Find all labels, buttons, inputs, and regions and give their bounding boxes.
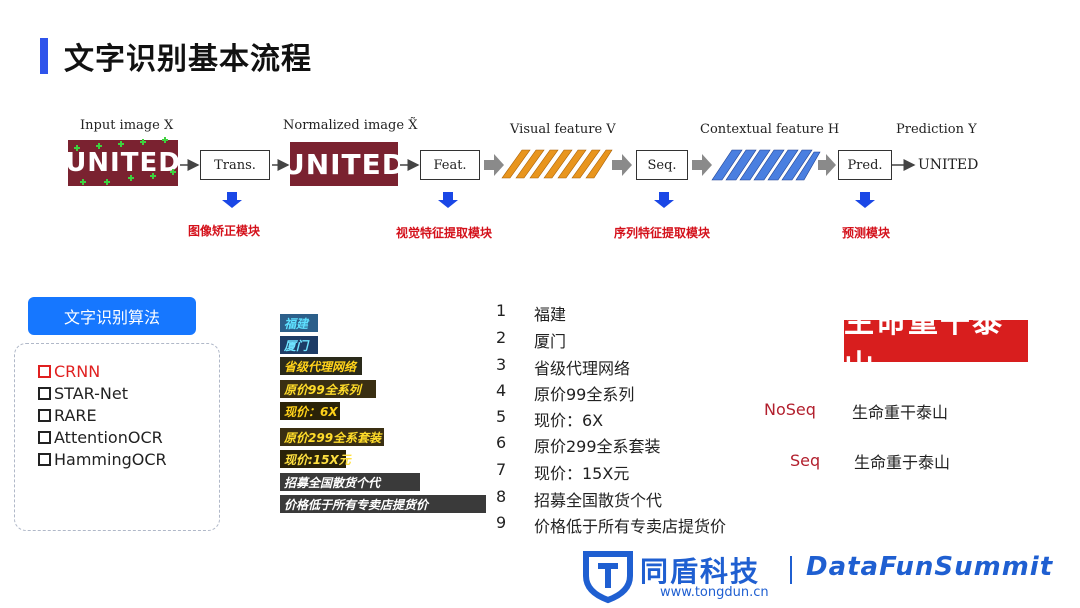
down-arrow-pred xyxy=(855,192,875,208)
footer-divider xyxy=(790,556,792,584)
module-label-prediction: 预测模块 xyxy=(842,226,891,240)
result-text: 现价：15X元 xyxy=(534,464,630,483)
result-number: 5 xyxy=(496,407,507,426)
algorithm-item-attentionocr: AttentionOCR xyxy=(38,428,163,447)
module-label-rectification: 图像矫正模块 xyxy=(188,224,261,238)
down-arrow-feat xyxy=(438,192,458,208)
normalized-image-label: Normalized image X̃ xyxy=(283,118,418,133)
input-image: UNITED xyxy=(65,140,181,186)
normalized-image-word: UNITED xyxy=(281,147,407,181)
arrow-feat-visual xyxy=(484,154,504,176)
checkbox-icon xyxy=(38,365,51,378)
sample-image-9: 价格低于所有专卖店提货价 xyxy=(280,495,486,513)
summit-name: DataFunSummit xyxy=(806,552,1054,582)
company-name: 同盾科技 xyxy=(640,555,761,588)
result-text: 现价：6X xyxy=(534,411,604,430)
output-text: UNITED xyxy=(918,157,979,173)
tongdun-logo-icon xyxy=(583,551,633,604)
checkbox-icon xyxy=(38,409,51,422)
down-arrow-seq xyxy=(654,192,674,208)
sample-image-3: 省级代理网络 xyxy=(280,357,362,375)
algorithm-item-star-net: STAR-Net xyxy=(38,384,128,403)
contextual-feature-label: Contextual feature H xyxy=(700,122,840,137)
checkbox-icon xyxy=(38,453,51,466)
pipeline-graphics xyxy=(74,137,916,208)
result-number: 4 xyxy=(496,381,507,400)
result-number: 7 xyxy=(496,460,507,479)
result-text: 原价299全系套装 xyxy=(534,437,661,456)
sample-image-6: 原价299全系套装 xyxy=(280,428,384,446)
result-number: 6 xyxy=(496,433,507,452)
result-text: 厦门 xyxy=(534,332,567,351)
result-text: 福建 xyxy=(534,305,567,324)
feat-box: Feat. xyxy=(420,150,480,180)
pred-box: Pred. xyxy=(838,150,892,180)
seq-box: Seq. xyxy=(636,150,688,180)
algorithm-label: RARE xyxy=(54,406,97,425)
prediction-label: Prediction Y xyxy=(896,122,977,137)
result-text: 省级代理网络 xyxy=(534,359,631,378)
sample-image-4: 原价99全系列 xyxy=(280,380,376,398)
arrow-contextual-pred xyxy=(818,154,836,176)
sample-image-2: 厦门 xyxy=(280,336,318,354)
visual-feature-blocks xyxy=(501,149,613,179)
result-number: 1 xyxy=(496,301,507,320)
result-number: 8 xyxy=(496,487,507,506)
input-image-word: UNITED xyxy=(65,148,181,178)
algorithm-list-box xyxy=(14,343,220,531)
result-text: 价格低于所有专卖店提货价 xyxy=(534,517,727,536)
trans-box: Trans. xyxy=(200,150,270,180)
result-text: 招募全国散货个代 xyxy=(534,491,663,510)
seq-label: Seq xyxy=(790,451,821,470)
arrow-visual-seq xyxy=(612,154,632,176)
noseq-result: 生命重干泰山 xyxy=(852,403,949,422)
down-arrow-trans xyxy=(222,192,242,208)
page-title: 文字识别基本流程 xyxy=(64,42,312,77)
algorithm-label: STAR-Net xyxy=(54,384,128,403)
control-points xyxy=(74,137,176,185)
sample-image-7: 现价:15X元 xyxy=(280,450,351,468)
algorithm-item-hammingocr: HammingOCR xyxy=(38,450,167,469)
seq-result: 生命重于泰山 xyxy=(854,453,951,472)
checkbox-icon xyxy=(38,431,51,444)
sample-image-8: 招募全国散货个代 xyxy=(280,473,420,491)
algorithm-label: HammingOCR xyxy=(54,450,167,469)
algorithm-label: CRNN xyxy=(54,362,101,381)
contextual-feature-blocks xyxy=(711,149,821,181)
visual-feature-label: Visual feature V xyxy=(510,122,616,137)
result-number: 3 xyxy=(496,355,507,374)
algorithm-label: AttentionOCR xyxy=(54,428,163,447)
noseq-label: NoSeq xyxy=(764,400,816,419)
sample-image-1: 福建 xyxy=(280,314,318,332)
title-accent-bar xyxy=(40,38,48,74)
algorithm-button[interactable]: 文字识别算法 xyxy=(28,297,196,335)
checkbox-icon xyxy=(38,387,51,400)
result-number: 9 xyxy=(496,513,507,532)
module-label-visual: 视觉特征提取模块 xyxy=(396,226,493,240)
comparison-image: 生命重干泰山 xyxy=(844,305,1028,384)
normalized-image: UNITED xyxy=(282,142,405,186)
algorithm-item-crnn: CRNN xyxy=(38,362,100,381)
algorithm-item-rare: RARE xyxy=(38,406,97,425)
module-label-sequence: 序列特征提取模块 xyxy=(614,226,711,240)
result-number: 2 xyxy=(496,328,507,347)
result-text: 原价99全系列 xyxy=(534,385,635,404)
sample-image-5: 现价：6X xyxy=(280,402,340,420)
arrow-seq-contextual xyxy=(692,154,712,176)
company-url[interactable]: www.tongdun.cn xyxy=(660,585,769,600)
input-image-label: Input image X xyxy=(80,118,174,133)
